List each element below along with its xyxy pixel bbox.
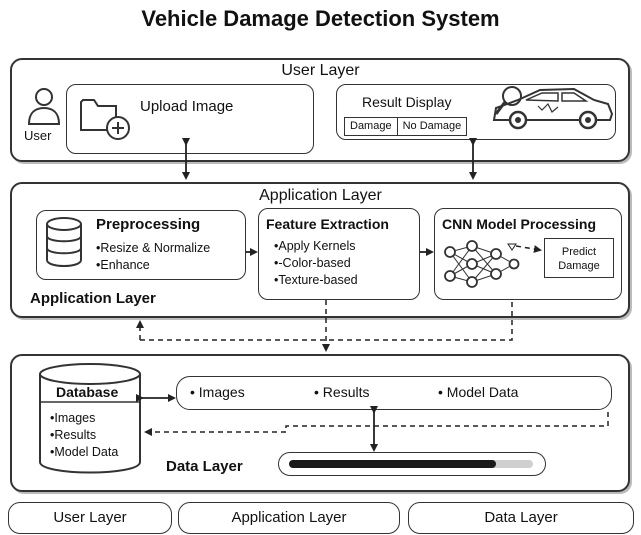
database-title: Database — [56, 384, 119, 400]
database-item: Results — [50, 427, 118, 444]
connector-nn-predict — [515, 245, 542, 253]
feature-extraction-item: Apply Kernels — [274, 238, 358, 255]
storage-item-label: Images — [198, 384, 245, 400]
neural-network-icon — [442, 238, 520, 290]
upload-image-button[interactable] — [66, 84, 314, 154]
storage-item: • Results — [314, 384, 370, 400]
database-item: Images — [50, 410, 118, 427]
feature-extraction-items: Apply Kernels -Color-based Texture-based — [274, 238, 358, 289]
cnn-processing-title: CNN Model Processing — [442, 216, 597, 232]
storage-item: • Model Data — [438, 384, 519, 400]
feature-extraction-item: Texture-based — [274, 272, 357, 289]
storage-item-label: Results — [322, 384, 370, 400]
result-option-no-damage[interactable]: No Damage — [402, 120, 462, 132]
tab-user-layer[interactable]: User Layer — [8, 502, 172, 534]
storage-item: • Images — [190, 384, 245, 400]
result-display-title: Result Display — [362, 94, 452, 110]
data-layer-label: Data Layer — [166, 458, 243, 475]
folder-upload-icon — [78, 92, 134, 142]
upload-image-label: Upload Image — [140, 98, 234, 115]
predict-damage-box: Predict Damage — [544, 238, 614, 278]
tab-application-layer[interactable]: Application Layer — [178, 502, 400, 534]
progress-track — [289, 460, 533, 468]
predict-damage-line2: Damage — [558, 260, 600, 272]
progress-fill — [289, 460, 497, 468]
storage-items-bar — [176, 376, 612, 410]
connector-loop — [140, 300, 513, 341]
storage-item-label: Model Data — [446, 384, 519, 400]
tab-data-layer[interactable]: Data Layer — [408, 502, 634, 534]
database-icon — [44, 216, 84, 268]
preprocessing-items: Resize & Normalize Enhance — [96, 240, 210, 274]
preprocessing-item: Resize & Normalize — [96, 240, 210, 257]
result-option-damage[interactable]: Damage — [345, 118, 398, 135]
feature-extraction-title: Feature Extraction — [266, 216, 389, 232]
progress-bar — [278, 452, 546, 476]
application-layer-heading: Application Layer — [259, 187, 382, 204]
feature-extraction-item: -Color-based — [274, 255, 358, 272]
application-layer-footer: Application Layer — [30, 290, 156, 307]
result-options: Damage No Damage — [344, 117, 468, 136]
database-items: Images Results Model Data — [50, 410, 118, 461]
user-label: User — [24, 128, 52, 143]
user-icon — [26, 86, 62, 126]
page-title: Vehicle Damage Detection System — [141, 6, 500, 31]
user-layer-heading: User Layer — [281, 62, 360, 79]
database-item: Model Data — [50, 444, 118, 461]
connector-db-return — [144, 412, 609, 436]
preprocessing-title: Preprocessing — [96, 216, 201, 233]
preprocessing-item: Enhance — [96, 257, 210, 274]
car-scan-icon — [482, 80, 622, 136]
predict-damage-line1: Predict — [561, 246, 597, 258]
